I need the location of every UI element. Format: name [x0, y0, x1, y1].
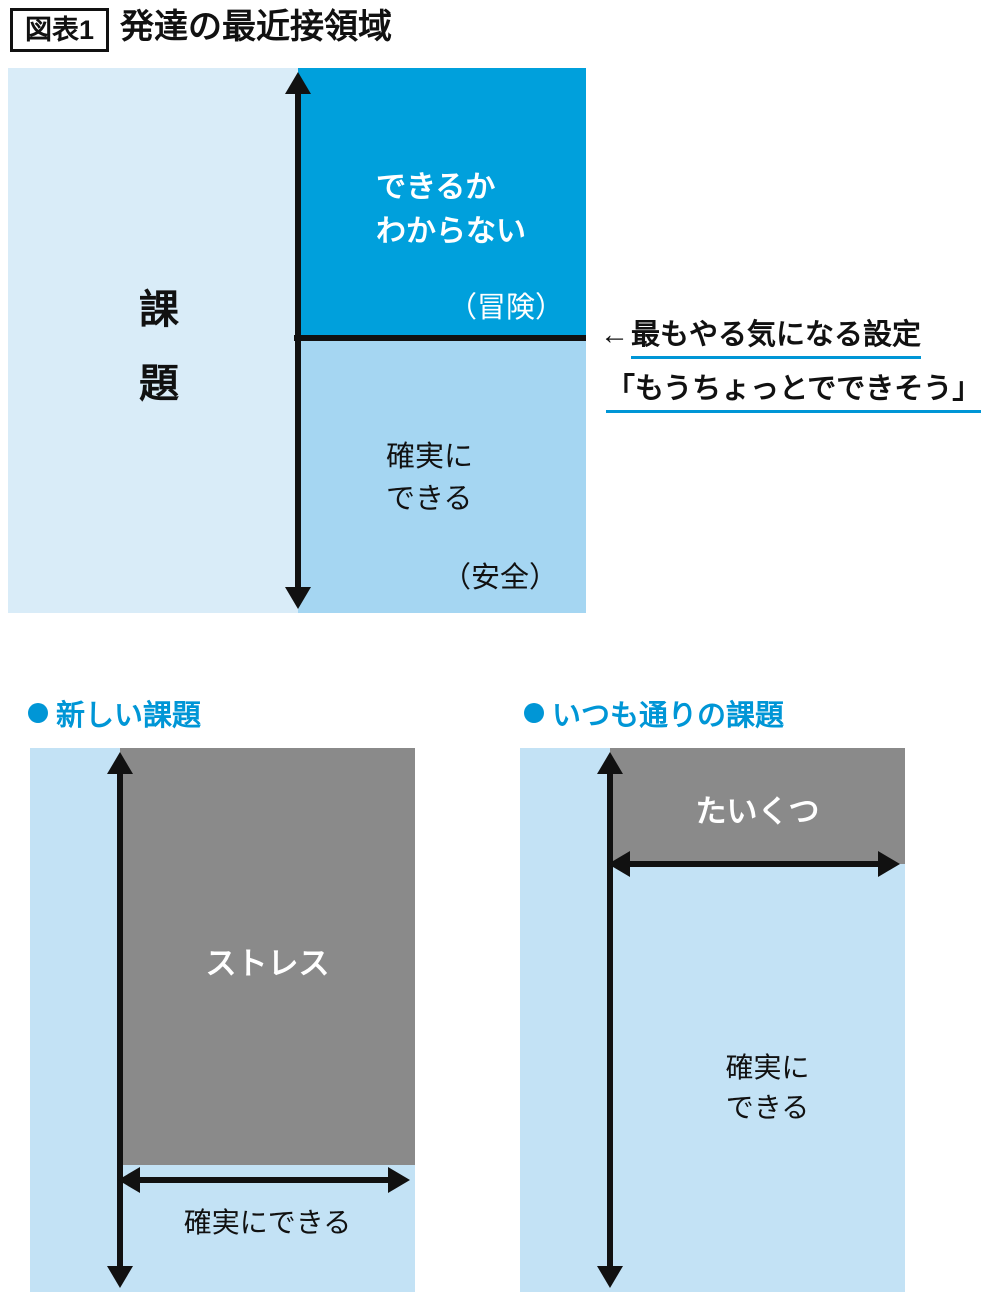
arrow-up-icon — [107, 752, 133, 774]
left-task-range-arrow — [106, 752, 134, 1288]
left-arrow-icon: ← — [600, 319, 629, 351]
usual-task-heading: いつも通りの課題 — [524, 692, 784, 734]
safe-label: 確実に できる — [386, 441, 474, 515]
usual-task-heading-label: いつも通りの課題 — [552, 700, 785, 732]
boredom-zone — [610, 748, 905, 864]
arrow-left-icon — [118, 1167, 140, 1193]
task-axis-label: 課 題 — [139, 288, 179, 406]
annotation-line-1: ←最もやる気になる設定 — [600, 316, 981, 359]
right-task-range-arrow — [596, 752, 624, 1288]
arrow-shaft — [134, 1177, 394, 1183]
stress-zone — [120, 748, 415, 1165]
usual-task-diagram: たいくつ 確実に できる — [520, 748, 905, 1292]
left-base-label: 確実にできる — [183, 1207, 352, 1238]
annotation-text-2: 「もうちょっとでできそう」 — [606, 373, 982, 413]
new-task-heading: 新しい課題 — [28, 692, 201, 734]
bullet-icon — [524, 703, 544, 723]
new-task-heading-label: 新しい課題 — [56, 700, 202, 732]
task-range-arrow — [284, 72, 312, 609]
arrow-shaft — [117, 768, 123, 1272]
figure-title: 発達の最近接領域 — [120, 8, 392, 46]
arrow-shaft — [607, 768, 613, 1272]
arrow-right-icon — [878, 851, 900, 877]
adventure-note: （冒険） — [447, 292, 564, 324]
arrow-right-icon — [388, 1167, 410, 1193]
arrow-down-icon — [285, 587, 311, 609]
arrow-shaft — [624, 861, 884, 867]
stress-label: ストレス — [205, 946, 330, 981]
motivation-annotation: ←最もやる気になる設定 「もうちょっとでできそう」 — [600, 316, 982, 413]
left-width-arrow — [118, 1166, 410, 1194]
main-diagram: 課 題 できるか わからない （冒険） 確実に できる （安全） — [8, 68, 586, 613]
new-task-diagram: ストレス 確実にできる — [30, 748, 415, 1292]
right-base-label: 確実に できる — [725, 1052, 810, 1123]
adventure-label: できるか わからない — [376, 171, 526, 248]
right-width-arrow — [608, 850, 900, 878]
zpd-divider-line — [294, 335, 586, 341]
arrow-down-icon — [597, 1266, 623, 1288]
adventure-zone — [298, 68, 586, 338]
figure-tag-label: 図表1 — [25, 15, 95, 45]
annotation-text-1: 最もやる気になる設定 — [631, 319, 922, 359]
figure-tag: 図表1 — [10, 8, 110, 52]
arrow-down-icon — [107, 1266, 133, 1288]
safe-zone — [298, 338, 586, 613]
annotation-line-2: 「もうちょっとでできそう」 — [606, 370, 982, 413]
arrow-left-icon — [608, 851, 630, 877]
arrow-shaft — [295, 88, 301, 593]
boredom-label: たいくつ — [695, 794, 820, 829]
safe-note: （安全） — [441, 562, 558, 594]
arrow-up-icon — [285, 72, 311, 94]
arrow-up-icon — [597, 752, 623, 774]
bullet-icon — [28, 703, 48, 723]
